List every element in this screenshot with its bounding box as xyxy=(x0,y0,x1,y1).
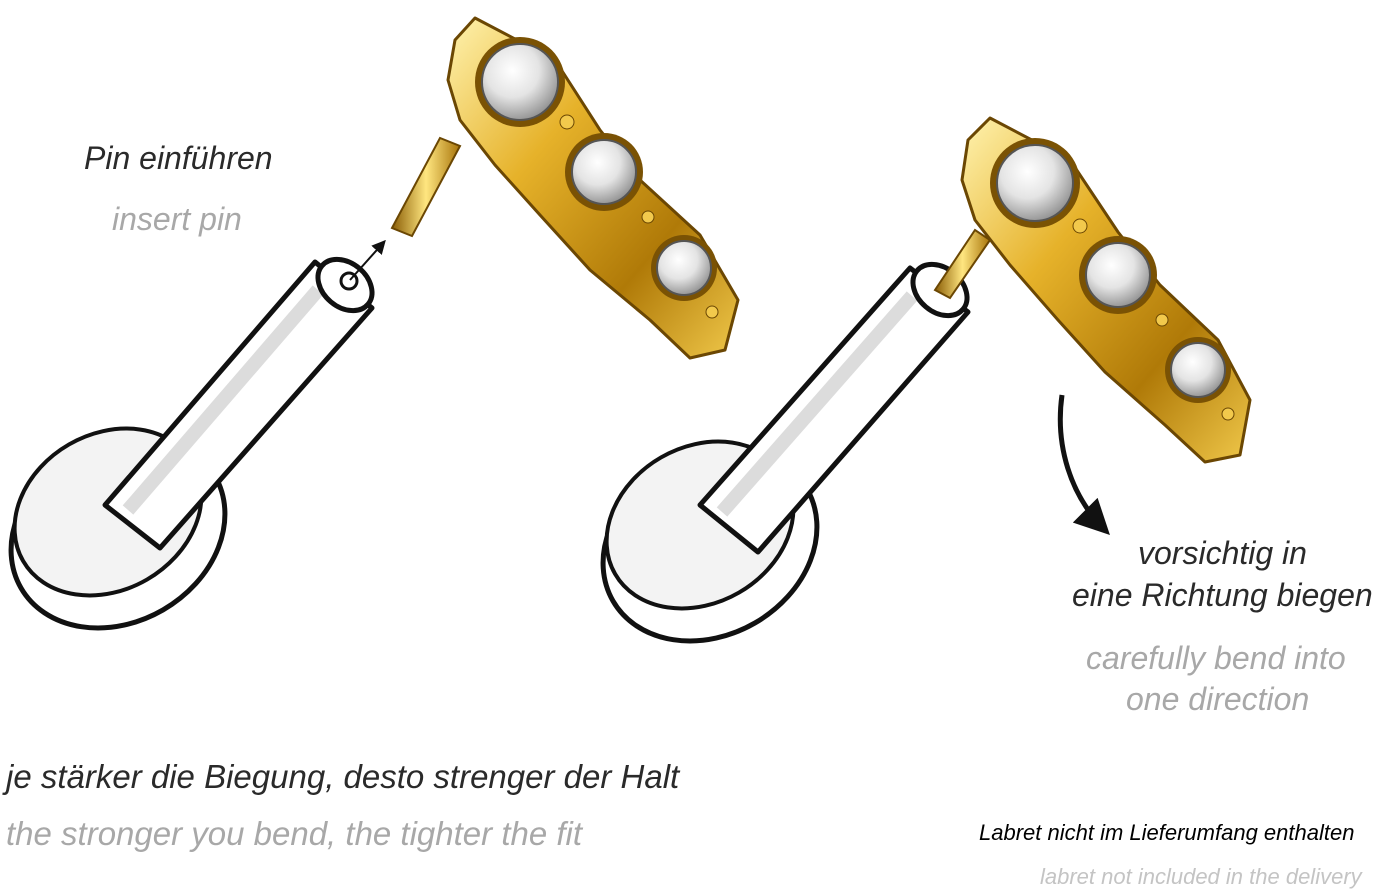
crystal-medium xyxy=(1085,242,1151,308)
crystal-small xyxy=(1170,342,1226,398)
gold-top-left xyxy=(390,16,740,360)
step2-label-en-line2: one direction xyxy=(1126,681,1310,717)
labret-right xyxy=(600,261,971,644)
note-label-en: labret not included in the delivery xyxy=(1040,864,1362,889)
labret-shaft xyxy=(102,259,375,551)
tip-label-de: je stärker die Biegung, desto strenger d… xyxy=(6,758,680,795)
gold-pin xyxy=(390,136,462,238)
step1-label-de: Pin einführen xyxy=(84,140,273,176)
note-label-de: Labret nicht im Lieferumfang enthalten xyxy=(979,820,1355,845)
bend-arrow xyxy=(1057,394,1110,535)
tip-label-en: the stronger you bend, the tighter the f… xyxy=(6,815,583,852)
insert-arrow xyxy=(349,239,386,281)
crystal-large xyxy=(996,144,1074,222)
crystal-medium xyxy=(571,139,637,205)
labret-left xyxy=(8,256,375,631)
step2-label-de-line2: eine Richtung biegen xyxy=(1072,577,1373,613)
step2-label-en-line1: carefully bend into xyxy=(1086,640,1346,676)
crystal-large xyxy=(481,43,559,121)
gold-top-right xyxy=(933,116,1252,464)
step1-label-en: insert pin xyxy=(112,201,242,237)
labret-shaft xyxy=(697,265,971,555)
step2-label-de-line1: vorsichtig in xyxy=(1138,535,1307,571)
crystal-small xyxy=(656,240,712,296)
